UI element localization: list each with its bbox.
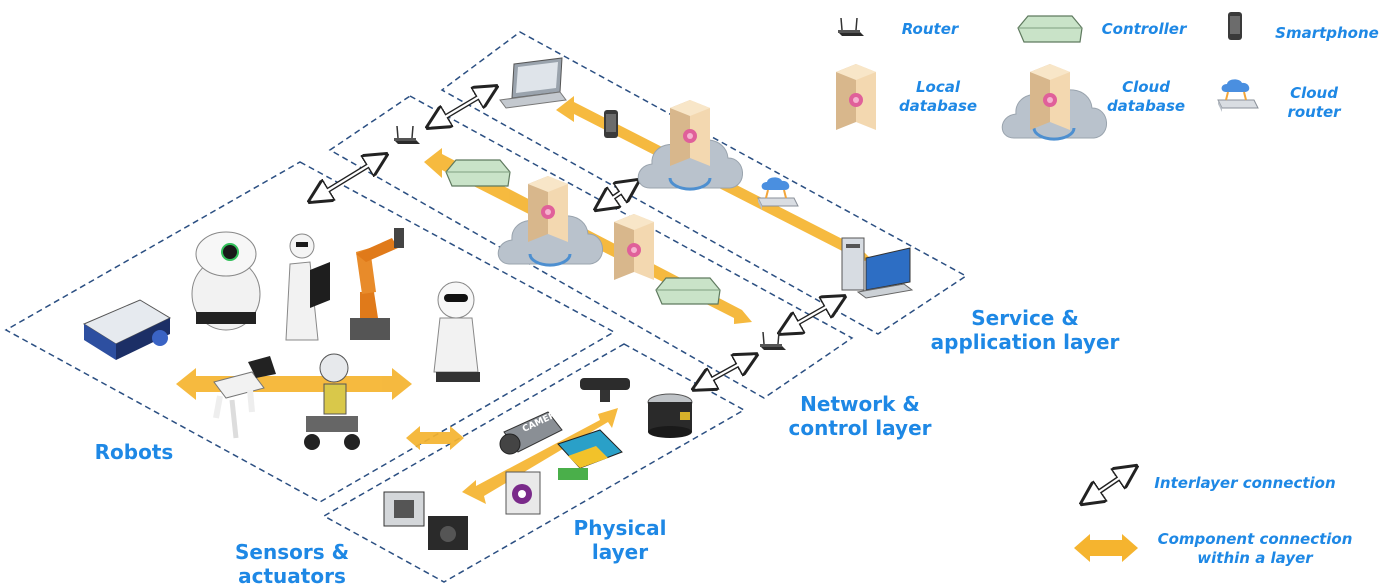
router-icon-network-bottom <box>759 331 787 351</box>
desktop-computer-icon <box>841 237 914 299</box>
cloud-database-icon <box>670 100 710 166</box>
pool-cleaner-robot-icon <box>82 299 172 360</box>
guide-robot-icon <box>433 281 480 382</box>
humanoid-robot-icon <box>304 353 360 450</box>
service-layer-label-line1: Service & <box>971 306 1079 330</box>
smartphone-icon <box>604 110 618 138</box>
legend-local-database-line2: database <box>898 97 978 115</box>
legend-smartphone-icon <box>1228 12 1242 40</box>
legend-local-database-icon <box>836 64 876 130</box>
legend-cloud-database-icon <box>1030 64 1070 130</box>
robots-label: Robots <box>94 440 174 464</box>
legend-cloud-database-line2: database <box>1106 97 1186 115</box>
cloud-database-icon-network <box>528 176 568 242</box>
network-layer-label: Network & control layer <box>780 392 940 440</box>
network-layer-label-line2: control layer <box>788 416 932 440</box>
legend-component-label: Component connection within a layer <box>1140 530 1370 568</box>
robots-component-arrow <box>176 368 412 400</box>
legend-smartphone-label: Smartphone <box>1275 24 1379 42</box>
legend-cloud-database-line1: Cloud <box>1122 78 1170 96</box>
router-icon-network-top <box>393 125 421 145</box>
robot-dog-icon <box>213 356 276 439</box>
physical-layer-label-line1: Physical <box>573 516 667 540</box>
service-layer-boundary <box>440 31 968 335</box>
physical-component-arrow <box>462 408 618 504</box>
legend-local-database-line1: Local <box>915 78 961 96</box>
laptop-icon <box>499 57 567 109</box>
legend-router-label: Router <box>901 20 959 38</box>
sensors-label-line2: actuators <box>238 564 346 588</box>
sensors-label-line1: Sensors & <box>234 540 350 564</box>
legend-component-line2: within a layer <box>1197 549 1313 567</box>
legend-controller-icon <box>1017 15 1083 43</box>
service-layer-label: Service & application layer <box>930 306 1120 354</box>
cloud-router-icon <box>757 176 799 211</box>
legend-component-arrow-icon <box>1074 534 1138 562</box>
legend-controller-label: Controller <box>1101 20 1187 38</box>
controller-icon-bottom <box>655 277 721 305</box>
legend-cloud-router-label: Cloud router <box>1274 84 1354 122</box>
physical-layer-label: Physical layer <box>570 516 670 564</box>
service-robot-icon <box>191 231 261 331</box>
legend-local-database-label: Local database <box>888 78 988 116</box>
industrial-camera-icon <box>383 491 468 550</box>
legend-cloud-router-line1: Cloud <box>1290 84 1338 102</box>
controller-icon <box>445 159 511 187</box>
legend-cloud-router-line2: router <box>1287 103 1341 121</box>
physical-layer-label-line2: layer <box>591 540 649 564</box>
lidar-sensor-icon <box>647 393 693 438</box>
local-database-icon <box>614 214 654 280</box>
service-layer-label-line2: application layer <box>930 330 1120 354</box>
circuit-board-icon <box>557 429 623 480</box>
depth-camera-icon <box>580 378 630 402</box>
legend-cloud-router-icon <box>1217 78 1259 113</box>
industrial-arm-robot-icon <box>350 228 404 340</box>
sensor-component-arrow <box>406 426 464 450</box>
reception-robot-icon <box>285 233 330 341</box>
sensors-actuators-label: Sensors & actuators <box>222 540 362 588</box>
settings-module-icon <box>505 471 541 515</box>
legend-cloud-database-label: Cloud database <box>1096 78 1196 116</box>
network-layer-boundary <box>328 95 854 399</box>
legend-router-icon <box>837 17 865 37</box>
legend-component-line1: Component connection <box>1157 530 1353 548</box>
legend-interlayer-label: Interlayer connection <box>1154 474 1336 492</box>
network-layer-label-line1: Network & <box>800 392 920 416</box>
